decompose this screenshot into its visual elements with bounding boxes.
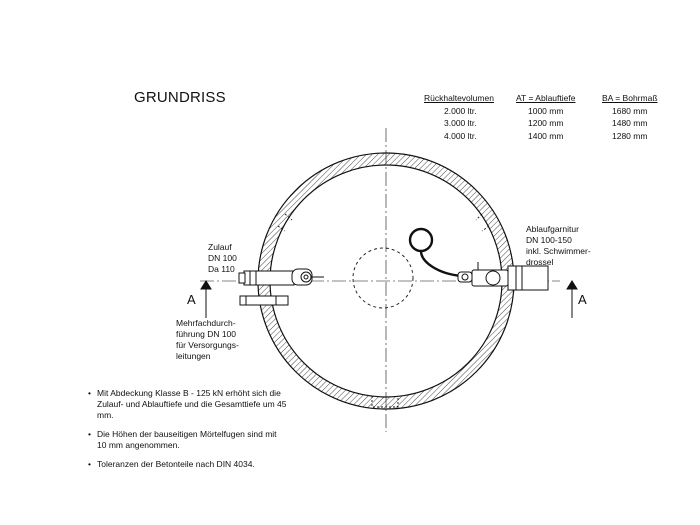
- outlet-label-line: inkl. Schwimmer-: [526, 246, 591, 256]
- drawing-title: GRUNDRISS: [134, 89, 226, 106]
- note-item: • Toleranzen der Betonteile nach DIN 403…: [88, 459, 287, 470]
- bullet: •: [88, 429, 91, 439]
- inlet-label: Zulauf DN 100 Da 110: [208, 242, 237, 275]
- bullet: •: [88, 388, 91, 398]
- section-label-left: A: [187, 292, 196, 307]
- outlet-depth-header: AT = Ablauftiefe: [516, 93, 576, 103]
- outlet-label-line: DN 100-150: [526, 235, 572, 245]
- volume-column: Rückhaltevolumen 2.000 ltr. 3.000 ltr. 4…: [424, 92, 508, 142]
- outlet-label-line: drossel: [526, 257, 554, 267]
- note-text: Die Höhen der bauseitigen Mörtelfugen si…: [97, 429, 277, 450]
- hidden-wall-markers: [277, 213, 490, 408]
- volume-cell: 2.000 ltr.: [444, 105, 477, 116]
- multi-entry-pipe: [239, 295, 289, 306]
- multi-entry-label-line: führung DN 100: [176, 329, 237, 339]
- multi-entry-label-line: für Versorgungs-: [176, 340, 239, 350]
- section-marker-right: [566, 280, 578, 318]
- bore-size-cell: 1480 mm: [612, 118, 648, 129]
- note-item: • Die Höhen der bauseitigen Mörtelfugen …: [88, 429, 287, 451]
- outlet-depth-cell: 1000 mm: [528, 105, 564, 116]
- outlet-depth-column: AT = Ablauftiefe 1000 mm 1200 mm 1400 mm: [516, 92, 596, 142]
- multi-entry-label-line: Mehrfachdurch-: [176, 318, 236, 328]
- volume-header: Rückhaltevolumen: [424, 93, 494, 103]
- multi-entry-label: Mehrfachdurch- führung DN 100 für Versor…: [176, 318, 239, 362]
- bullet: •: [88, 459, 91, 469]
- volume-cell: 3.000 ltr.: [444, 118, 477, 129]
- inlet-label-line: DN 100: [208, 253, 237, 263]
- outlet-assembly: [408, 227, 549, 291]
- section-label-right: A: [578, 292, 587, 307]
- inlet-pipe: [238, 268, 324, 286]
- multi-entry-label-line: leitungen: [176, 351, 211, 361]
- cover-opening-outline: [352, 247, 414, 309]
- outlet-label: Ablaufgarnitur DN 100-150 inkl. Schwimme…: [526, 224, 591, 268]
- outlet-label-line: Ablaufgarnitur: [526, 224, 579, 234]
- inlet-label-line: Da 110: [208, 264, 235, 274]
- bore-size-cell: 1680 mm: [612, 105, 648, 116]
- volume-cell: 4.000 ltr.: [444, 130, 477, 141]
- notes-list: • Mit Abdeckung Klasse B - 125 kN erhöht…: [88, 388, 287, 478]
- bore-size-column: BA = Bohrmaß 1680 mm 1480 mm 1280 mm: [602, 92, 672, 142]
- bore-size-header: BA = Bohrmaß: [602, 93, 658, 103]
- outlet-depth-cell: 1400 mm: [528, 130, 564, 141]
- section-marker-left: [200, 280, 212, 318]
- outlet-depth-cell: 1200 mm: [528, 118, 564, 129]
- note-item: • Mit Abdeckung Klasse B - 125 kN erhöht…: [88, 388, 287, 421]
- bore-size-cell: 1280 mm: [612, 130, 648, 141]
- inlet-label-line: Zulauf: [208, 242, 232, 252]
- note-text: Mit Abdeckung Klasse B - 125 kN erhöht s…: [97, 388, 287, 420]
- note-text: Toleranzen der Betonteile nach DIN 4034.: [97, 459, 255, 469]
